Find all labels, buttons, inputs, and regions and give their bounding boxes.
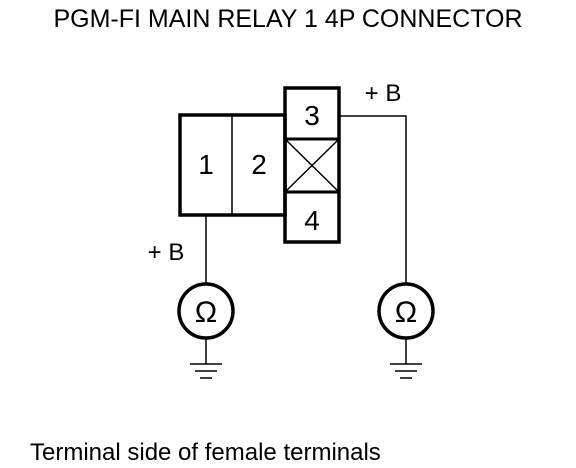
- right-probe-wire: [339, 115, 407, 284]
- terminal-4-label: 4: [304, 205, 320, 236]
- probe-wires: [205, 115, 407, 284]
- diagram-caption: Terminal side of female terminals: [30, 439, 381, 466]
- left-ohm-icon: Ω: [195, 296, 217, 329]
- left-ground-icon: [190, 338, 222, 379]
- left-ohmmeter: Ω: [177, 282, 235, 340]
- terminal-2-label: 2: [251, 149, 267, 180]
- blocked-cavity: [283, 137, 341, 194]
- right-ohm-icon: Ω: [395, 296, 417, 329]
- connector-housing: [178, 86, 341, 244]
- right-ground-icon: [390, 338, 422, 379]
- right-plus-b-label: + B: [365, 80, 402, 107]
- left-plus-b-label: + B: [148, 239, 185, 266]
- terminal-1-label: 1: [198, 149, 214, 180]
- diagram-title: PGM-FI MAIN RELAY 1 4P CONNECTOR: [53, 5, 522, 33]
- right-ohmmeter: Ω: [377, 282, 435, 340]
- blocked-cavity-cross-b: [284, 138, 340, 193]
- terminal-3-label: 3: [304, 100, 320, 131]
